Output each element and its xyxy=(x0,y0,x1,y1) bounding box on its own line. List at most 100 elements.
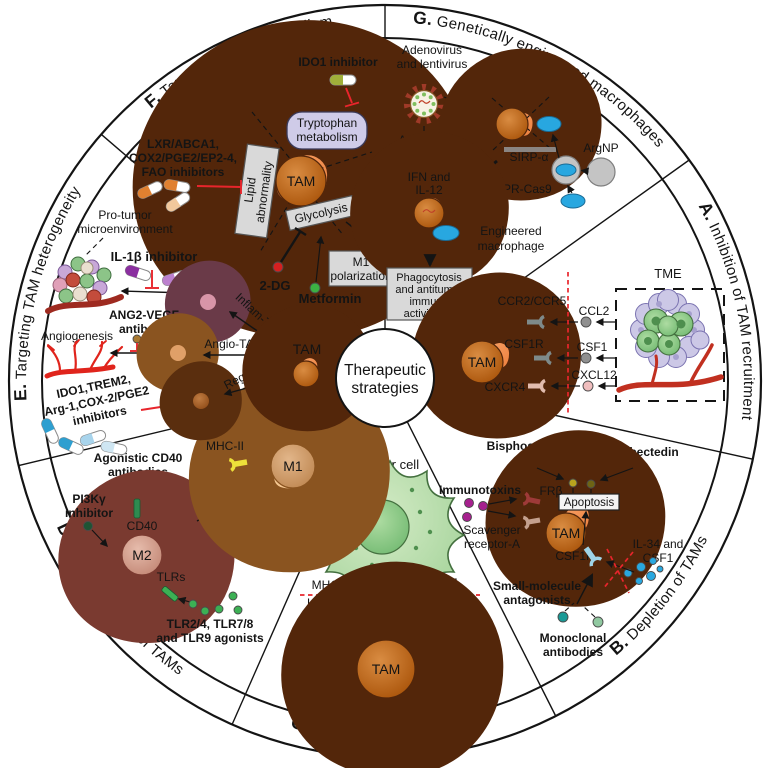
svg-text:polarization: polarization xyxy=(330,269,391,283)
angio-tam-nucleus xyxy=(169,344,187,362)
cxcr4-label: CXCR4 xyxy=(485,380,526,394)
angiogenesis-label: Angiogenesis xyxy=(41,329,113,343)
metformin-dot xyxy=(309,282,321,294)
m2-nucleus xyxy=(121,534,163,576)
il34-csf1-dots xyxy=(623,557,664,585)
tlr-agonist-arrow xyxy=(177,596,191,605)
argnp-to-np-arrow xyxy=(580,167,590,176)
svg-text:Lipid: Lipid xyxy=(241,176,258,203)
argnp-nanoparticle-icon xyxy=(586,157,616,187)
tumor-mass-icon xyxy=(45,256,124,314)
scavenger-label-1: Scavenger xyxy=(463,523,520,537)
tam-nucleus-b xyxy=(545,512,587,554)
2dg-label: 2-DG xyxy=(259,278,290,293)
svg-text:M1: M1 xyxy=(353,255,370,269)
bisphosphonate-arrow xyxy=(536,467,565,481)
capsule-icon xyxy=(58,437,84,455)
metformin-label: Metformin xyxy=(299,291,362,306)
apoptosis-label: Apoptosis xyxy=(564,497,615,509)
center-circle xyxy=(335,328,435,428)
ifn-label-1: IFN and xyxy=(408,170,451,184)
sirpa-label-g: SIRP-α xyxy=(510,150,549,164)
2dg-inhibition-tbar xyxy=(279,226,307,263)
monoclonal-label-1: Monoclonal xyxy=(540,631,607,645)
antagonist-to-csf1r-arrow xyxy=(576,573,593,605)
cd40-receptor-icon xyxy=(133,498,141,519)
tme-dashed-box xyxy=(615,288,725,402)
apoptosis-box xyxy=(558,493,620,511)
tam-label-f: TAM xyxy=(287,173,316,189)
engineered-label-2: macrophage xyxy=(478,239,545,253)
tryptophan-bubble xyxy=(286,111,368,150)
lipid-abnormality-box: Lipid abnormality xyxy=(234,143,280,239)
lxr-label-1: LXR/ABCA1, xyxy=(147,137,219,151)
precursor-nucleus xyxy=(495,107,529,141)
mhc2-label: MHC-II xyxy=(206,439,244,453)
protumor-label-2: microenvironment xyxy=(77,222,173,236)
sector-letter-g: G. xyxy=(412,7,433,29)
inflam-tam-nucleus xyxy=(199,293,217,311)
adenovirus-label-1: Adenovirus xyxy=(402,43,462,57)
sector-a-recruitment: TME TAM CCR2/CCR5 CSF1R CXCR4 CCL2 CSF1 … xyxy=(448,266,725,414)
cxcl12-label: CXCL12 xyxy=(571,368,617,382)
ccl2-dot xyxy=(580,316,592,328)
argnp-label: ArgNP xyxy=(583,141,618,155)
small-molecule-label-1: Small-molecule xyxy=(493,579,581,593)
pi3k-label-2: inhibitor xyxy=(65,506,113,520)
ccr2-label: CCR2/CCR5 xyxy=(498,294,567,308)
capsule-icon xyxy=(79,430,107,446)
m2-label: M2 xyxy=(132,547,152,563)
ligand-arrows xyxy=(549,318,617,390)
monoclonal-label-2: antibodies xyxy=(543,645,603,659)
pi3k-inhibitor-dot xyxy=(83,521,93,531)
protumor-dash xyxy=(83,237,104,258)
capsule-icon xyxy=(163,179,191,193)
cxcr4-receptor-icon xyxy=(528,378,546,394)
ido1-inhibition-tbar xyxy=(344,87,360,108)
ido1-inhibitor-label: IDO1 inhibitor xyxy=(298,55,378,69)
ifn-label-2: IL-12 xyxy=(415,183,443,197)
sector-d-reprogramming: Agonistic CD40 antibodies CD40 PI3Kγ inh… xyxy=(65,417,347,645)
tlrs-label: TLRs xyxy=(157,570,186,584)
frb-receptor-icon xyxy=(522,491,541,506)
il1b-inhibitor-label: IL-1β inhibitor xyxy=(111,249,198,264)
csf1r-receptor-icon xyxy=(534,350,552,366)
tam-nucleus-e xyxy=(292,360,320,388)
immunotoxin-arrow-1 xyxy=(488,496,518,505)
frb-label: FRβ xyxy=(540,484,563,498)
sector-b-depletion: Bisphosphonates Trabectedin Apoptosis Im… xyxy=(439,439,683,659)
lxr-label-2: COX2/PGE2/EP2-4, xyxy=(129,151,237,165)
trabectedin-arrow xyxy=(599,467,634,482)
tam-nucleus-c xyxy=(356,639,416,699)
center-title-2: strategies xyxy=(351,380,418,397)
tlr-agonists-label-2: and TLR9 agonists xyxy=(156,631,264,645)
tlr-agonists-label-1: TLR2/4, TLR7/8 xyxy=(167,617,254,631)
lxr-label-3: FAO inhibitors xyxy=(142,165,225,179)
capsule-icon xyxy=(100,440,128,456)
cxcl12-dot xyxy=(582,380,594,392)
tam-nucleus-f xyxy=(275,155,327,207)
center-title-1: Therapeutic xyxy=(344,362,426,379)
2dg-dot xyxy=(272,261,284,273)
adenovirus-label-2: and lentivirus xyxy=(397,57,468,71)
tryptophan-label-2: metabolism xyxy=(296,130,357,144)
il34-label-1: IL-34 and xyxy=(633,537,684,551)
il34-label-2: CSF1 xyxy=(643,551,674,565)
np-to-precursor-arrow xyxy=(550,133,560,159)
plasmid-icon xyxy=(560,193,586,209)
tam-label-c: TAM xyxy=(372,661,401,677)
immunotoxins-label: Immunotoxins xyxy=(439,483,521,497)
m1-label: M1 xyxy=(283,458,303,474)
tam-label-e: TAM xyxy=(293,341,322,357)
immunotoxin-arrow-2 xyxy=(487,510,517,519)
pi3k-arrow xyxy=(91,529,108,548)
ccl2-label: CCL2 xyxy=(579,304,610,318)
tme-tumor-cluster xyxy=(616,289,724,393)
csf1-label: CSF1 xyxy=(577,340,608,354)
center-hub: Therapeutic strategies xyxy=(335,328,435,428)
sector-f-metabolism: Tryptophan metabolism TAM Lipid abnormal… xyxy=(129,55,399,306)
csf1-dot xyxy=(580,352,592,364)
tam-nucleus-a xyxy=(460,340,504,384)
tme-label: TME xyxy=(654,266,682,281)
